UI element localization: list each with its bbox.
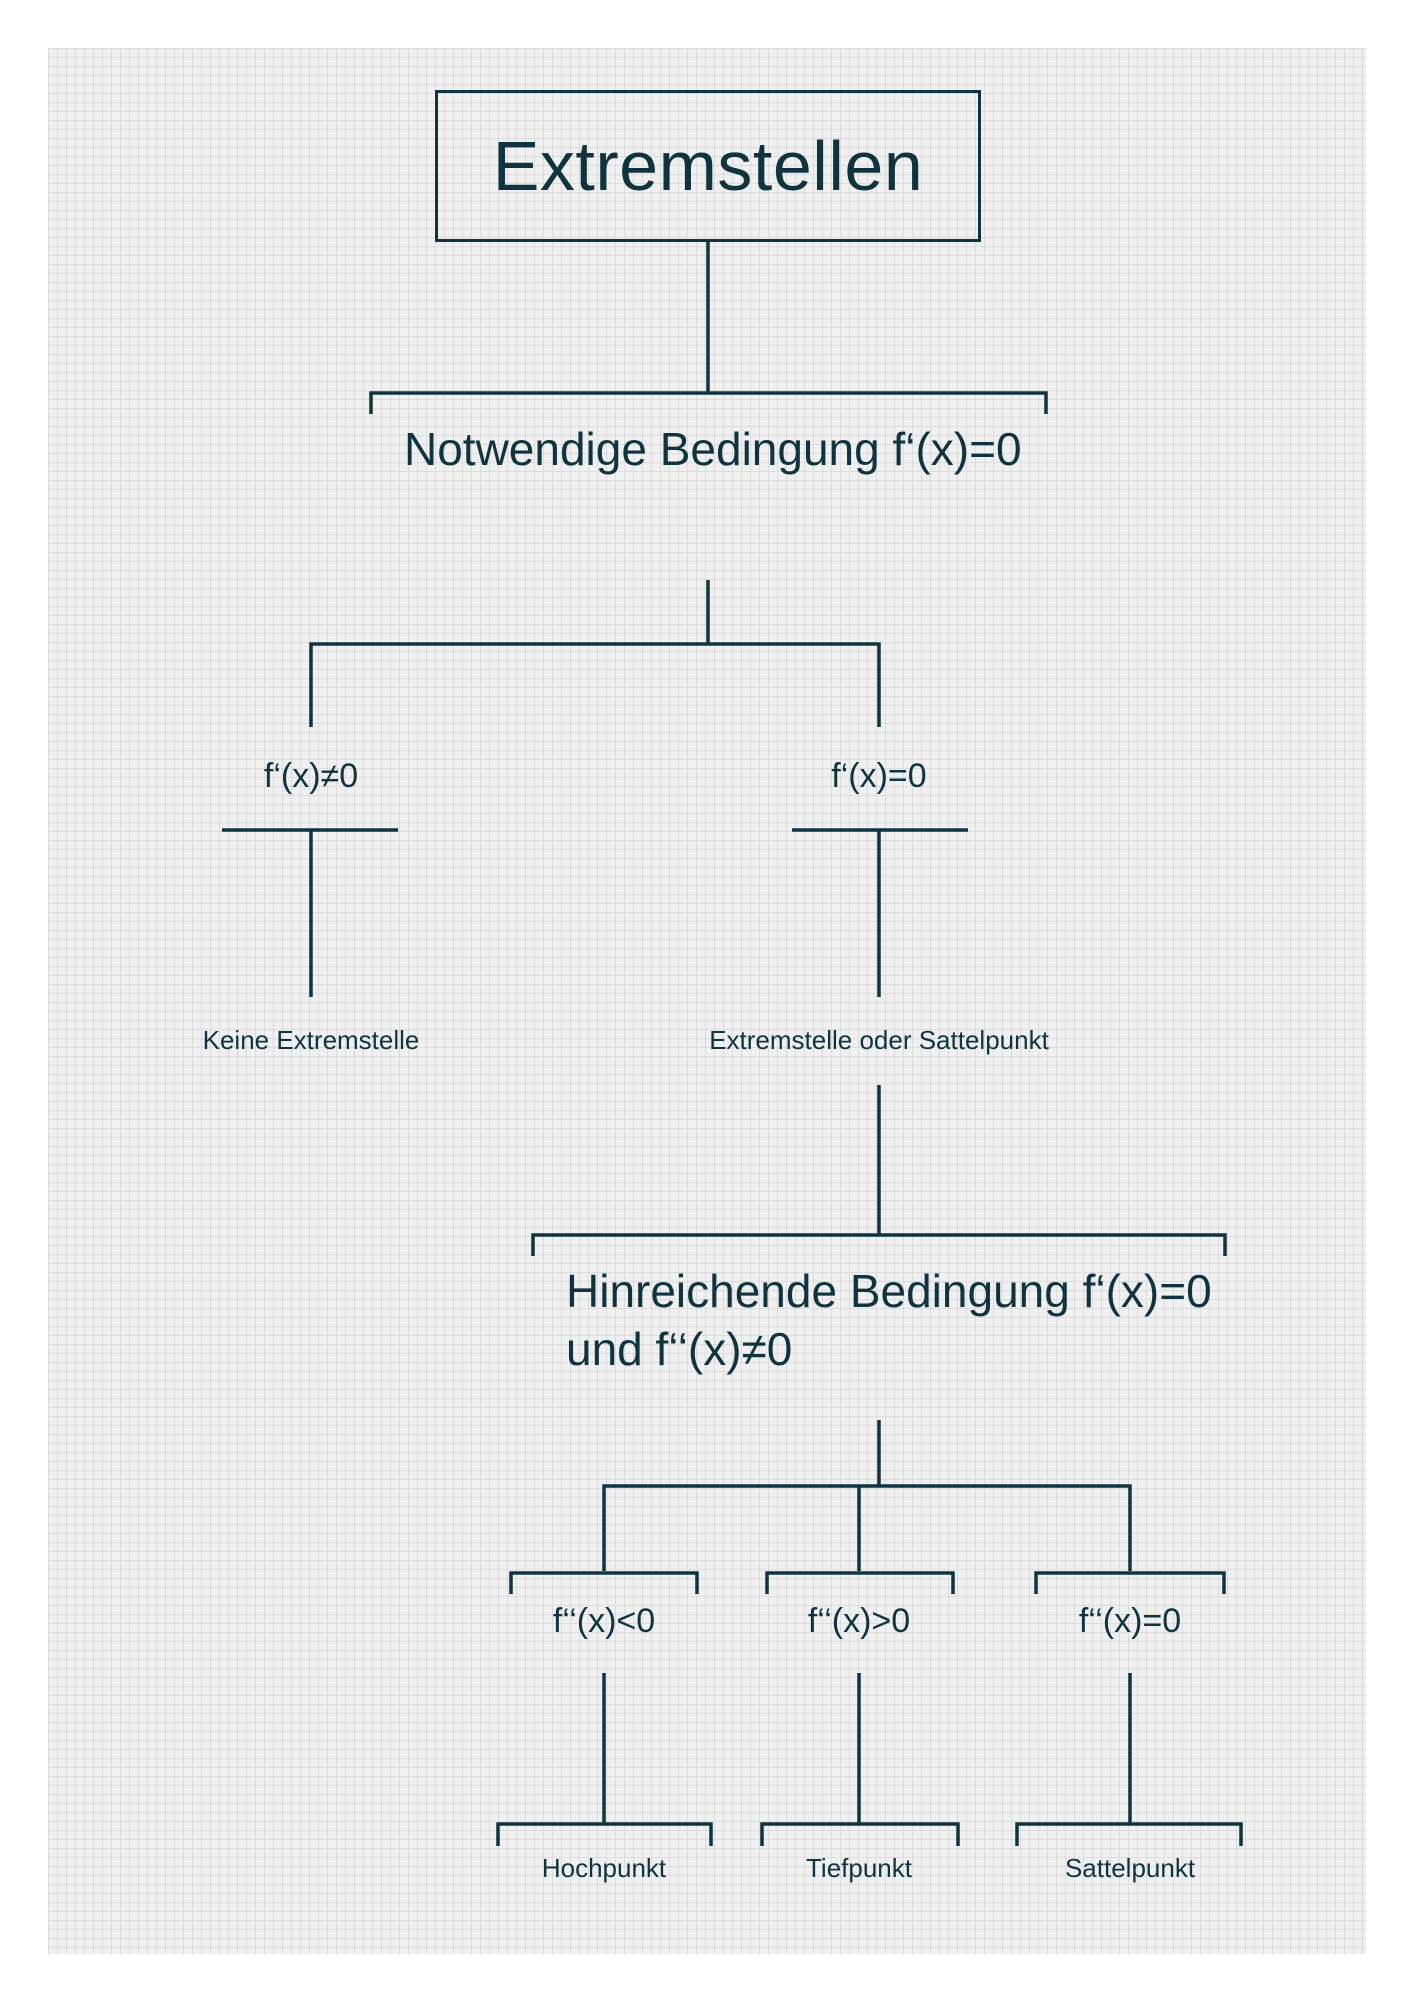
- result-hochpunkt: Hochpunkt: [541, 1853, 667, 1883]
- branch-right-condition: f‘(x)=0: [831, 757, 927, 795]
- diagram-title: Extremstellen: [492, 127, 924, 205]
- branch-left-result: Keine Extremstelle: [202, 1025, 420, 1055]
- branch-right-result: Extremstelle oder Sattelpunkt: [709, 1025, 1049, 1055]
- sufficient-condition-label: Hinreichende Bedingung f‘(x)=0 und f‘‘(x…: [566, 1265, 1212, 1375]
- necessary-condition-label: Notwendige Bedingung f‘(x)=0: [404, 423, 1022, 475]
- case-condition-min: f‘‘(x)>0: [807, 1602, 911, 1640]
- result-sattelpunkt: Sattelpunkt: [1064, 1853, 1196, 1883]
- title-box: Extremstellen: [435, 90, 981, 242]
- result-tiefpunkt: Tiefpunkt: [806, 1853, 912, 1883]
- case-condition-saddle: f‘‘(x)=0: [1078, 1602, 1182, 1640]
- branch-left-condition: f‘(x)≠0: [263, 757, 359, 795]
- case-condition-max: f‘‘(x)<0: [552, 1602, 656, 1640]
